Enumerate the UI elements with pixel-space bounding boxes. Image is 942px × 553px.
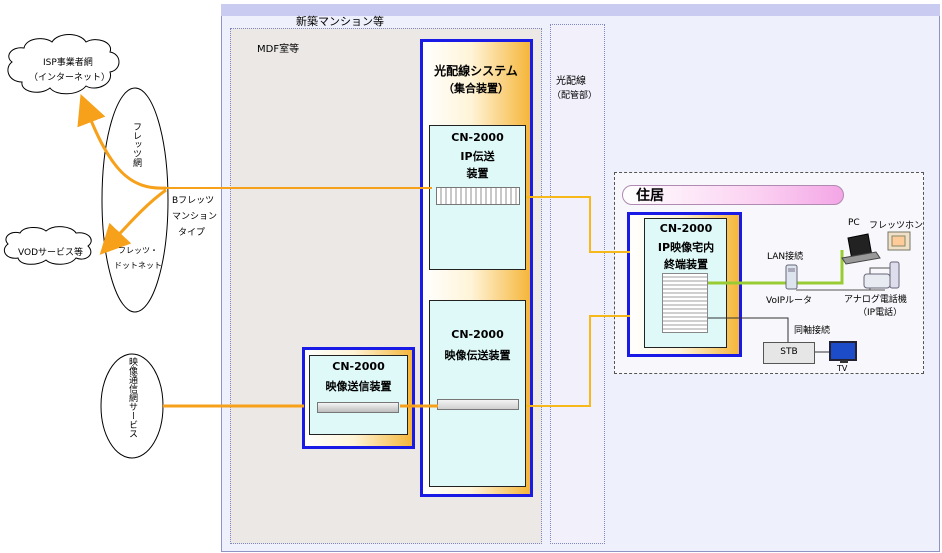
ip-to-home-fiber-line xyxy=(526,196,630,253)
bflets-label2: マンション xyxy=(172,212,218,222)
stb-box xyxy=(763,342,815,364)
video-sender-panel xyxy=(309,355,408,435)
analog-phone-sublabel: （IP電話） xyxy=(858,308,903,318)
isp-cloud-icon xyxy=(7,34,120,95)
home-terminal-model: CN-2000 xyxy=(659,222,713,235)
home-terminal-name1: IP映像宅内 xyxy=(657,241,715,254)
flets-dot-sublabel: ドットネット xyxy=(114,261,162,270)
home-label-banner xyxy=(622,185,844,205)
video-to-home-fiber-line xyxy=(526,315,630,407)
bflets-label3: タイプ xyxy=(178,228,206,238)
optical-system-subtitle: （集合装置） xyxy=(443,82,509,95)
ip-transmission-device-image xyxy=(436,187,520,205)
tv-icon xyxy=(829,341,857,363)
video-transmission-model: CN-2000 xyxy=(451,328,504,341)
video-sender-model: CN-2000 xyxy=(332,360,385,373)
home-label: 住居 xyxy=(636,188,664,204)
optical-system-title: 光配線システム xyxy=(434,64,518,78)
flets-dot-label: フレッツ・ xyxy=(118,246,158,255)
fiber-sublabel: （配管部） xyxy=(552,91,598,101)
vod-label: VODサービス等 xyxy=(18,248,84,258)
building-label: 新築マンション等 xyxy=(296,15,384,28)
pc-label: PC xyxy=(848,218,860,228)
video-sender-device-image xyxy=(317,402,399,413)
analog-phone-icon xyxy=(863,261,900,289)
home-terminal-name2: 終端装置 xyxy=(664,258,708,271)
voip-label: VoIPルータ xyxy=(766,296,813,306)
ip-transmission-model: CN-2000 xyxy=(451,131,504,144)
mdf-label: MDF室等 xyxy=(257,44,300,55)
tv-label: TV xyxy=(837,364,848,373)
ip-transmission-name2: 装置 xyxy=(466,167,489,180)
flets-phone-icon xyxy=(887,231,911,251)
ip-transmission-name1: IP伝送 xyxy=(460,150,495,163)
video-transmission-name: 映像伝送装置 xyxy=(444,349,511,362)
coax-label: 同軸接続 xyxy=(794,326,831,336)
flets-phone-label: フレッツホン xyxy=(869,221,924,231)
fiber-label: 光配線 xyxy=(556,76,586,87)
flets-network-label: フレッツ網 xyxy=(131,122,141,167)
video-network-label: 映像通信網サービス xyxy=(127,357,137,438)
video-transmission-panel xyxy=(429,300,526,487)
isp-label: ISP事業者網 xyxy=(43,58,93,68)
video-sender-name: 映像送信装置 xyxy=(325,380,392,393)
flets-network-ellipse xyxy=(101,87,169,313)
arrow-to-isp xyxy=(77,94,167,190)
home-terminal-device-image xyxy=(662,273,708,333)
fiber-conduit xyxy=(550,24,605,544)
lan-label: LAN接続 xyxy=(767,252,804,262)
vod-cloud-icon xyxy=(3,226,92,265)
terminal-to-stb-line xyxy=(708,317,789,342)
building-top-band xyxy=(221,4,940,16)
voip-to-pc-line xyxy=(796,250,844,285)
stb-label: STB xyxy=(780,347,798,357)
pc-laptop-icon xyxy=(841,233,881,265)
arrow-to-vod xyxy=(99,188,167,255)
voip-router-icon xyxy=(785,264,798,290)
isp-sublabel: （インターネット） xyxy=(29,73,111,83)
bflets-label1: Bフレッツ xyxy=(172,196,215,206)
analog-phone-label: アナログ電話機 xyxy=(844,295,907,305)
